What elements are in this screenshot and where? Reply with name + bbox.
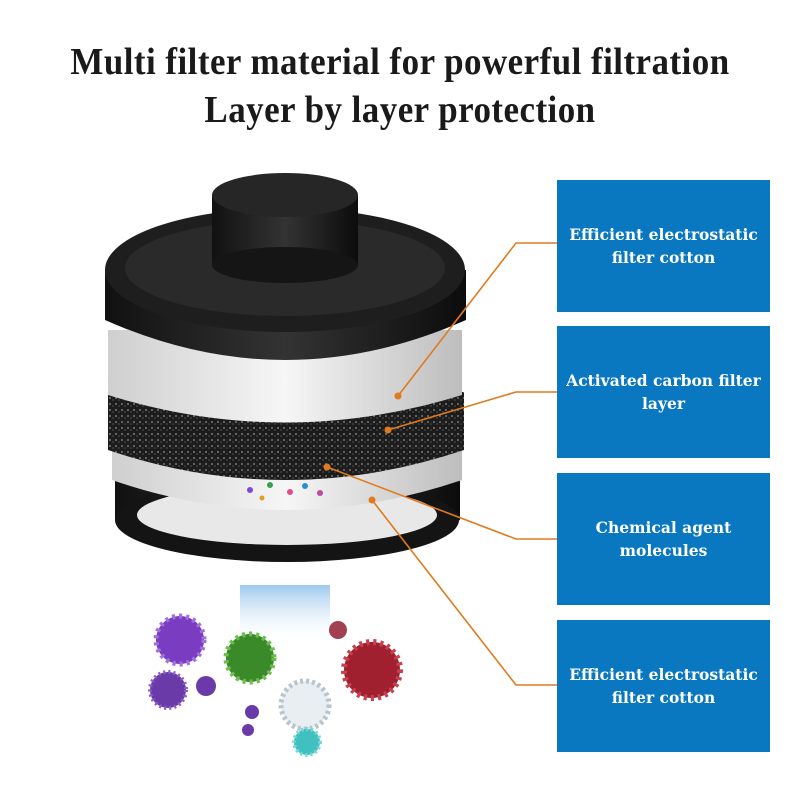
chemical-molecules [247,482,323,501]
title-line-1: Multi filter material for powerful filtr… [70,41,730,83]
filter-cap [105,173,466,360]
leader-lines [326,242,557,686]
label-chemical-agent: Chemical agent molecules [557,473,770,605]
label-electrostatic-cotton-bottom: Efficient electrostatic filter cotton [557,620,770,752]
virus-icons [148,613,403,757]
upper-cotton-layer [108,330,462,423]
label-electrostatic-cotton-top: Efficient electrostatic filter cotton [557,180,770,312]
leader-dots [323,392,402,504]
label-activated-carbon: Activated carbon filter layer [557,326,770,458]
title-line-2: Layer by layer protection [204,89,596,131]
